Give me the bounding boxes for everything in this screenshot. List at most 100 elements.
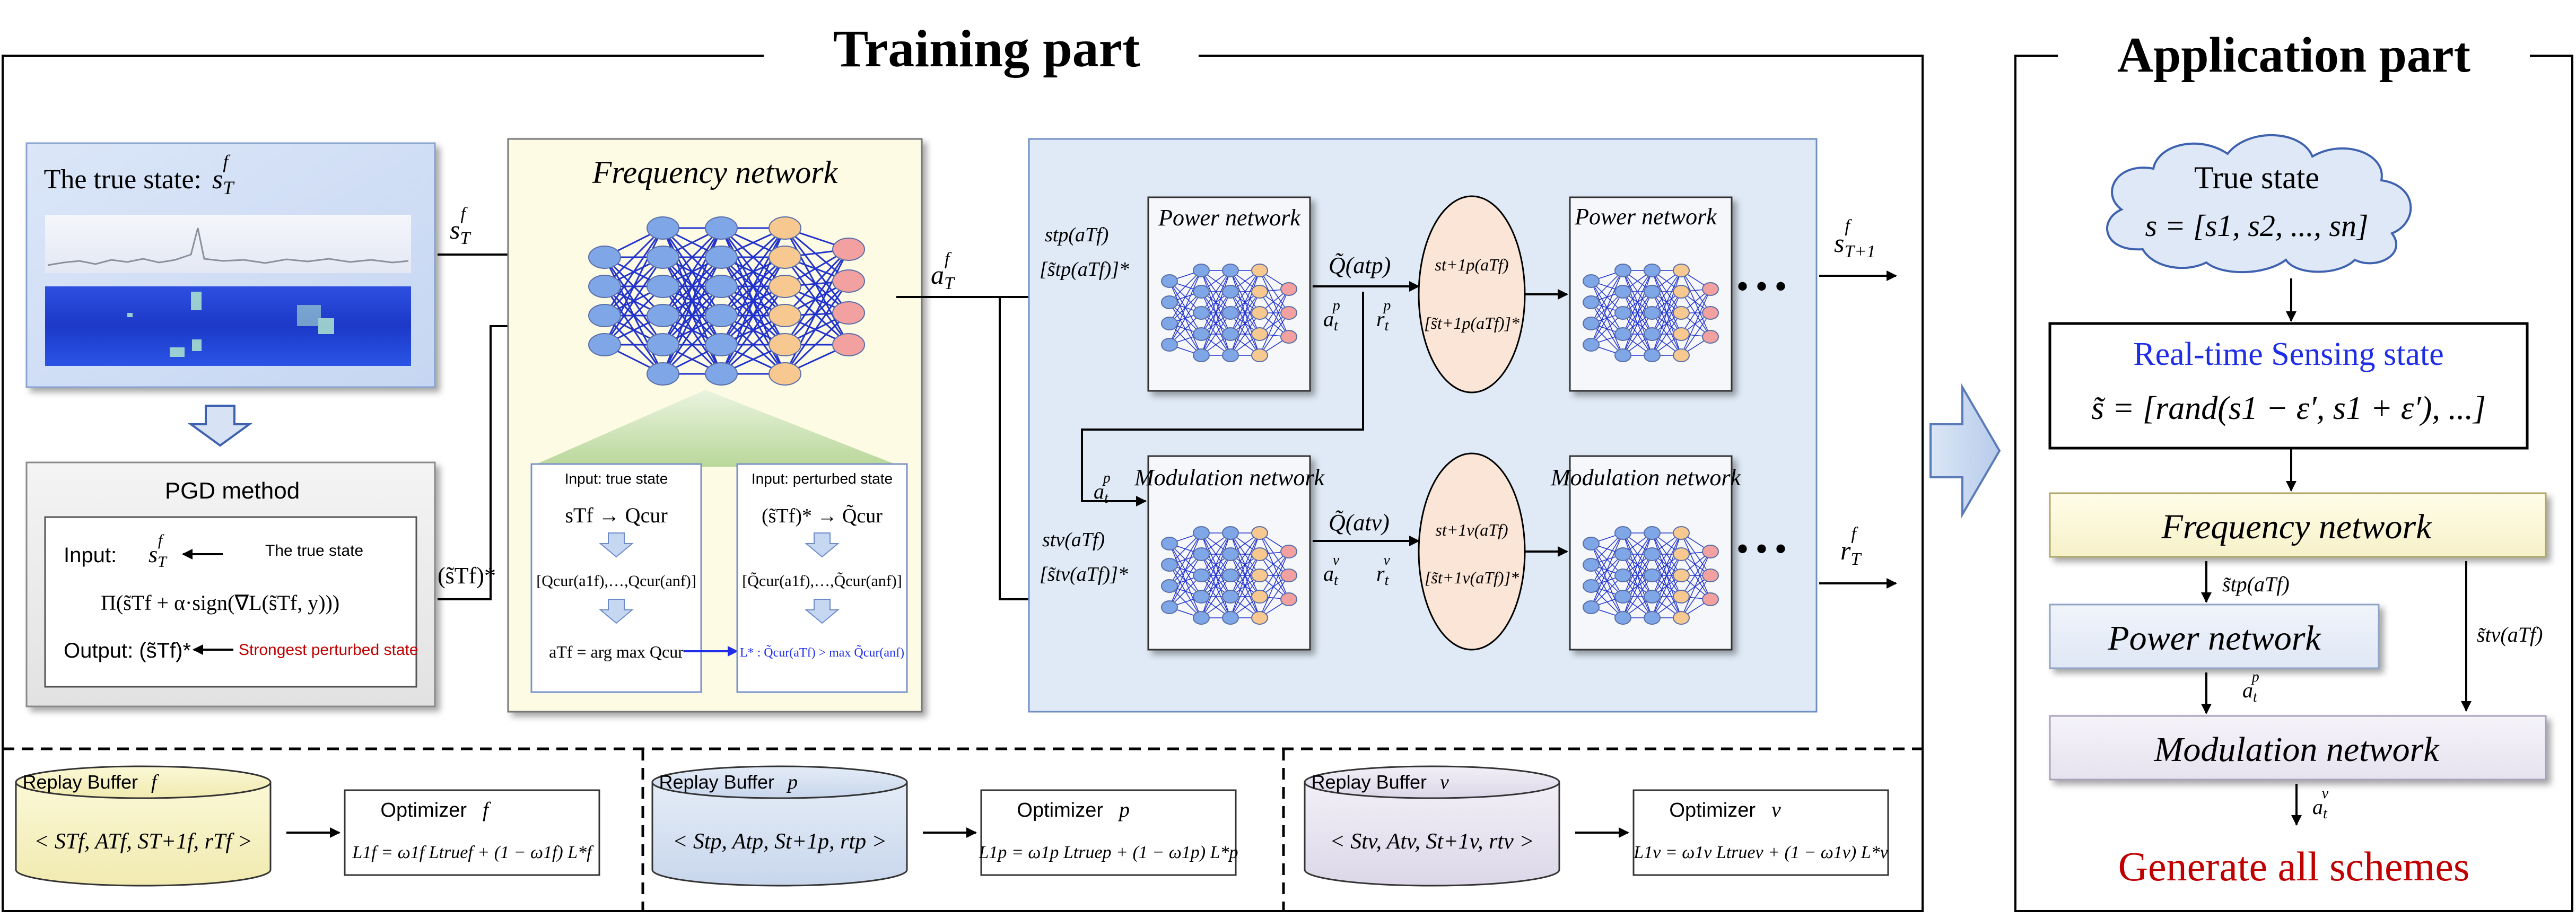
neuron (588, 275, 621, 298)
optimizer-symbol: p (1117, 798, 1130, 821)
neuron (1193, 348, 1210, 362)
input-true-title: Input: true state (565, 470, 668, 487)
neuron (832, 269, 865, 293)
neuron (1193, 547, 1210, 561)
neuron (1193, 590, 1210, 604)
neuron (1222, 264, 1239, 277)
neuron (647, 216, 679, 240)
replay-buffer-content: < Stv, Atv, St+1v, rtv > (1330, 829, 1534, 854)
neuron (1222, 306, 1239, 320)
power-network-title-1: Power network (1158, 205, 1301, 231)
label-a-T-f: aTf (931, 249, 955, 293)
neuron (1673, 590, 1690, 604)
frequency-network-panel: Frequency network Input: true state sTf … (507, 138, 923, 713)
neuron (1583, 558, 1600, 572)
neuron (1702, 569, 1719, 582)
neuron (1222, 547, 1239, 561)
modulation-network-title-1: Modulation network (1134, 465, 1325, 491)
neuron (1193, 306, 1210, 320)
app-modulation-box: Modulation network (2049, 715, 2547, 781)
neuron (1614, 611, 1631, 625)
input-perturbed-line3: L* : Q̃cur(aTf) > max Q̃cur(anf) (740, 645, 904, 660)
optimizer-loss: L1v = ω1v Ltruev + (1 − ω1v) L*v (1633, 843, 1888, 862)
ellipsis-top: • • • (1737, 269, 1786, 304)
neuron (1583, 295, 1600, 309)
neuron (769, 333, 801, 356)
label-perturbed-sTf: (s̃Tf)* (438, 563, 496, 589)
neuron (1161, 537, 1178, 550)
neuron (1222, 569, 1239, 582)
modulation-mini-net-1 (1161, 526, 1297, 625)
neuron (1280, 306, 1297, 320)
power-output-arrows (1081, 281, 1420, 546)
label-perturbed-s-next-p: [s̃t+1p(aTf)]* (1424, 313, 1520, 333)
neuron (1644, 547, 1661, 561)
modulation-network-box-1: Modulation network (1134, 455, 1325, 651)
neuron (647, 333, 679, 356)
neuron (1644, 569, 1661, 582)
modulation-network-box-2: Modulation network (1550, 455, 1742, 651)
down-arrow (187, 405, 253, 447)
neuron (1702, 306, 1719, 320)
neuron (588, 333, 621, 356)
neuron (1280, 330, 1297, 344)
neuron (647, 362, 679, 386)
app-frequency-box: Frequency network (2049, 492, 2547, 558)
frequency-network-title: Frequency network (592, 155, 839, 190)
pgd-output-note: Strongest perturbed state (239, 641, 418, 659)
neuron (1673, 306, 1690, 320)
neuron (1222, 285, 1239, 299)
input-perturbed-line2: [Q̃cur(a1f),…,Q̃cur(anf)] (742, 572, 902, 590)
optimizer-title: Optimizer (1669, 799, 1756, 821)
neuron (1222, 327, 1239, 341)
replay-buffer-symbol: p (786, 771, 798, 793)
power-mini-net-1 (1161, 264, 1297, 362)
big-arrow-to-application (1929, 383, 2001, 519)
neuron (1251, 569, 1268, 582)
training-title: Training part (833, 19, 1140, 78)
neuron (1251, 264, 1268, 277)
replay-buffer-cylinder (1304, 781, 1560, 887)
neuron (1193, 285, 1210, 299)
neuron (832, 333, 865, 356)
neuron (1161, 558, 1178, 572)
pgd-projection: Π(s̃Tf + α·sign(∇L(s̃Tf, y))) (101, 591, 339, 615)
neuron (1251, 547, 1268, 561)
optimizer-title: Optimizer (380, 799, 467, 821)
neuron (647, 275, 679, 298)
neuron (1583, 600, 1600, 614)
neuron (1583, 338, 1600, 352)
power-network-box-1: Power network (1147, 196, 1311, 392)
dashed-separators (3, 747, 1923, 911)
true-state-title: The true state: (44, 164, 202, 195)
neuron (1583, 579, 1600, 593)
replay-buffer-title: Replay Buffer (23, 771, 138, 793)
neuron (769, 275, 801, 298)
pgd-input-note: The true state (265, 542, 363, 559)
neuron (1673, 348, 1690, 362)
neuron (705, 275, 738, 298)
neuron (1614, 306, 1631, 320)
modulation-network-title-2: Modulation network (1550, 465, 1742, 491)
neuron (705, 216, 738, 240)
neuron (1193, 611, 1210, 625)
neuron (1644, 611, 1661, 625)
neuron (705, 304, 738, 327)
optimizer-box (344, 789, 600, 876)
neuron (1644, 285, 1661, 299)
replay-buffer-content: < Stp, Atp, St+1p, rtp > (673, 829, 887, 854)
neuron (1251, 285, 1268, 299)
true-state-cloud: True state s = [s1, s2, ..., sn] (2106, 134, 2412, 274)
app-frequency-label: Frequency network (2161, 508, 2433, 546)
replay-buffer-content: < STf, ATf, ST+1f, rTf > (34, 829, 252, 854)
replay-buffer-symbol: v (1440, 771, 1449, 793)
neuron (1614, 285, 1631, 299)
app-power-label: Power network (2107, 619, 2321, 658)
modulation-mini-net-2 (1583, 526, 1719, 625)
label-q-v: Q̃(atv) (1329, 510, 1390, 536)
label-s-t-p: stp(aTf) (1045, 224, 1108, 246)
neuron (1280, 592, 1297, 606)
